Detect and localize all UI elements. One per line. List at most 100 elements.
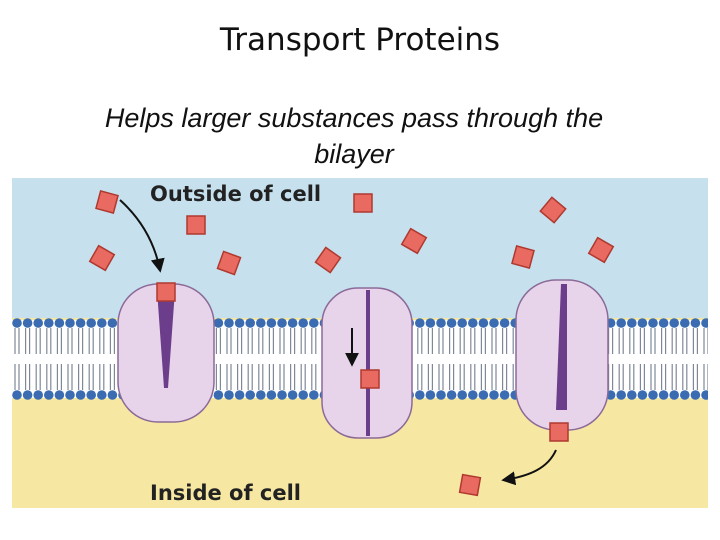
phospholipid-head	[489, 390, 499, 400]
phospholipid-head	[22, 318, 33, 328]
phospholipid-head	[616, 318, 626, 328]
solute-molecule	[587, 236, 615, 264]
protein-channel-3	[556, 284, 567, 410]
slide-title: Transport Proteins	[219, 22, 501, 58]
phospholipid-head	[690, 318, 701, 328]
phospholipid-head	[86, 390, 96, 400]
arrow-out-of-protein	[501, 449, 557, 486]
phospholipid-head	[648, 318, 658, 328]
solute-molecule-entering	[156, 282, 176, 302]
solute-molecules	[88, 190, 615, 497]
subtitle-line-2: bilayer	[314, 139, 394, 169]
phospholipid-head	[97, 390, 107, 400]
phospholipid-head	[616, 390, 626, 400]
solute-molecule-exiting	[549, 422, 569, 442]
phospholipid-head	[75, 390, 86, 400]
phospholipid-head	[415, 318, 425, 328]
subtitle-line-1: Helps larger substances pass through the	[104, 103, 604, 133]
phospholipid-head	[468, 318, 478, 328]
phospholipid-head	[425, 390, 436, 400]
phospholipid-head	[701, 318, 708, 328]
movement-arrows	[119, 199, 557, 486]
phospholipid-head	[446, 318, 457, 328]
phospholipid-head	[44, 318, 54, 328]
phospholipid-head	[637, 390, 648, 400]
solute-molecule-in-channel	[360, 369, 380, 389]
transport-protein-1	[117, 283, 215, 423]
phospholipid-head	[690, 390, 701, 400]
transport-protein-2	[321, 287, 413, 439]
solute-molecule	[186, 215, 206, 235]
phospholipid-head	[627, 390, 637, 400]
phospholipid-head	[669, 318, 679, 328]
phospholipid-head	[425, 318, 436, 328]
phospholipid-head	[245, 390, 255, 400]
phospholipid-head	[54, 390, 65, 400]
phospholipid-head	[499, 390, 510, 400]
inside-of-cell-label: Inside of cell	[150, 481, 301, 505]
phospholipid-head	[648, 390, 658, 400]
solute-molecule	[511, 245, 535, 269]
phospholipid-head	[309, 390, 319, 400]
phospholipid-head	[224, 318, 234, 328]
phospholipid-head	[12, 390, 22, 400]
phospholipid-head	[701, 390, 708, 400]
protein-channel-2	[366, 290, 370, 436]
slide-subtitle: Helps larger substances pass through the…	[14, 100, 694, 172]
transport-protein-diagram: Outside of cell Inside of cell	[12, 178, 708, 508]
phospholipid-head	[457, 318, 468, 328]
arrow-into-protein	[119, 199, 165, 273]
solute-molecule	[314, 246, 342, 274]
phospholipid-head	[65, 390, 75, 400]
phospholipid-head	[75, 318, 86, 328]
phospholipid-head	[478, 390, 489, 400]
phospholipid-head	[680, 318, 690, 328]
solute-molecule	[95, 190, 119, 214]
phospholipid-head	[468, 390, 478, 400]
phospholipid-head	[213, 390, 224, 400]
outside-of-cell-label: Outside of cell	[150, 182, 321, 206]
phospholipid-head	[256, 318, 266, 328]
phospholipid-head	[245, 318, 255, 328]
phospholipid-head	[436, 390, 446, 400]
phospholipid-head	[298, 318, 309, 328]
phospholipid-head	[44, 390, 54, 400]
phospholipid-head	[277, 318, 287, 328]
phospholipid-head	[256, 390, 266, 400]
phospholipid-head	[22, 390, 33, 400]
phospholipid-head	[266, 318, 277, 328]
phospholipid-head	[54, 318, 65, 328]
phospholipid-head	[637, 318, 648, 328]
solute-molecule	[353, 193, 373, 213]
phospholipid-head	[658, 318, 669, 328]
phospholipid-head	[680, 390, 690, 400]
transport-protein-3	[515, 279, 609, 431]
phospholipid-head	[309, 318, 319, 328]
solute-molecule	[539, 196, 567, 224]
phospholipid-head	[436, 318, 446, 328]
phospholipid-head	[499, 318, 510, 328]
phospholipid-head	[669, 390, 679, 400]
protein-channel-1	[157, 290, 175, 388]
phospholipid-head	[287, 390, 298, 400]
phospholipid-head	[107, 390, 118, 400]
phospholipid-head	[65, 318, 75, 328]
phospholipid-head	[97, 318, 107, 328]
phospholipid-head	[287, 318, 298, 328]
phospholipid-head	[234, 318, 245, 328]
phospholipid-head	[457, 390, 468, 400]
phospholipid-head	[12, 318, 22, 328]
solute-molecule	[216, 250, 242, 276]
phospholipid-head	[415, 390, 425, 400]
phospholipid-head	[298, 390, 309, 400]
solute-molecule-released	[458, 473, 482, 497]
solute-molecule	[88, 244, 116, 272]
phospholipid-head	[478, 318, 489, 328]
phospholipid-head	[658, 390, 669, 400]
phospholipid-head	[86, 318, 96, 328]
phospholipid-head	[234, 390, 245, 400]
phospholipid-head	[33, 390, 43, 400]
phospholipid-head	[446, 390, 457, 400]
solute-molecule	[400, 227, 428, 255]
phospholipid-head	[107, 318, 118, 328]
